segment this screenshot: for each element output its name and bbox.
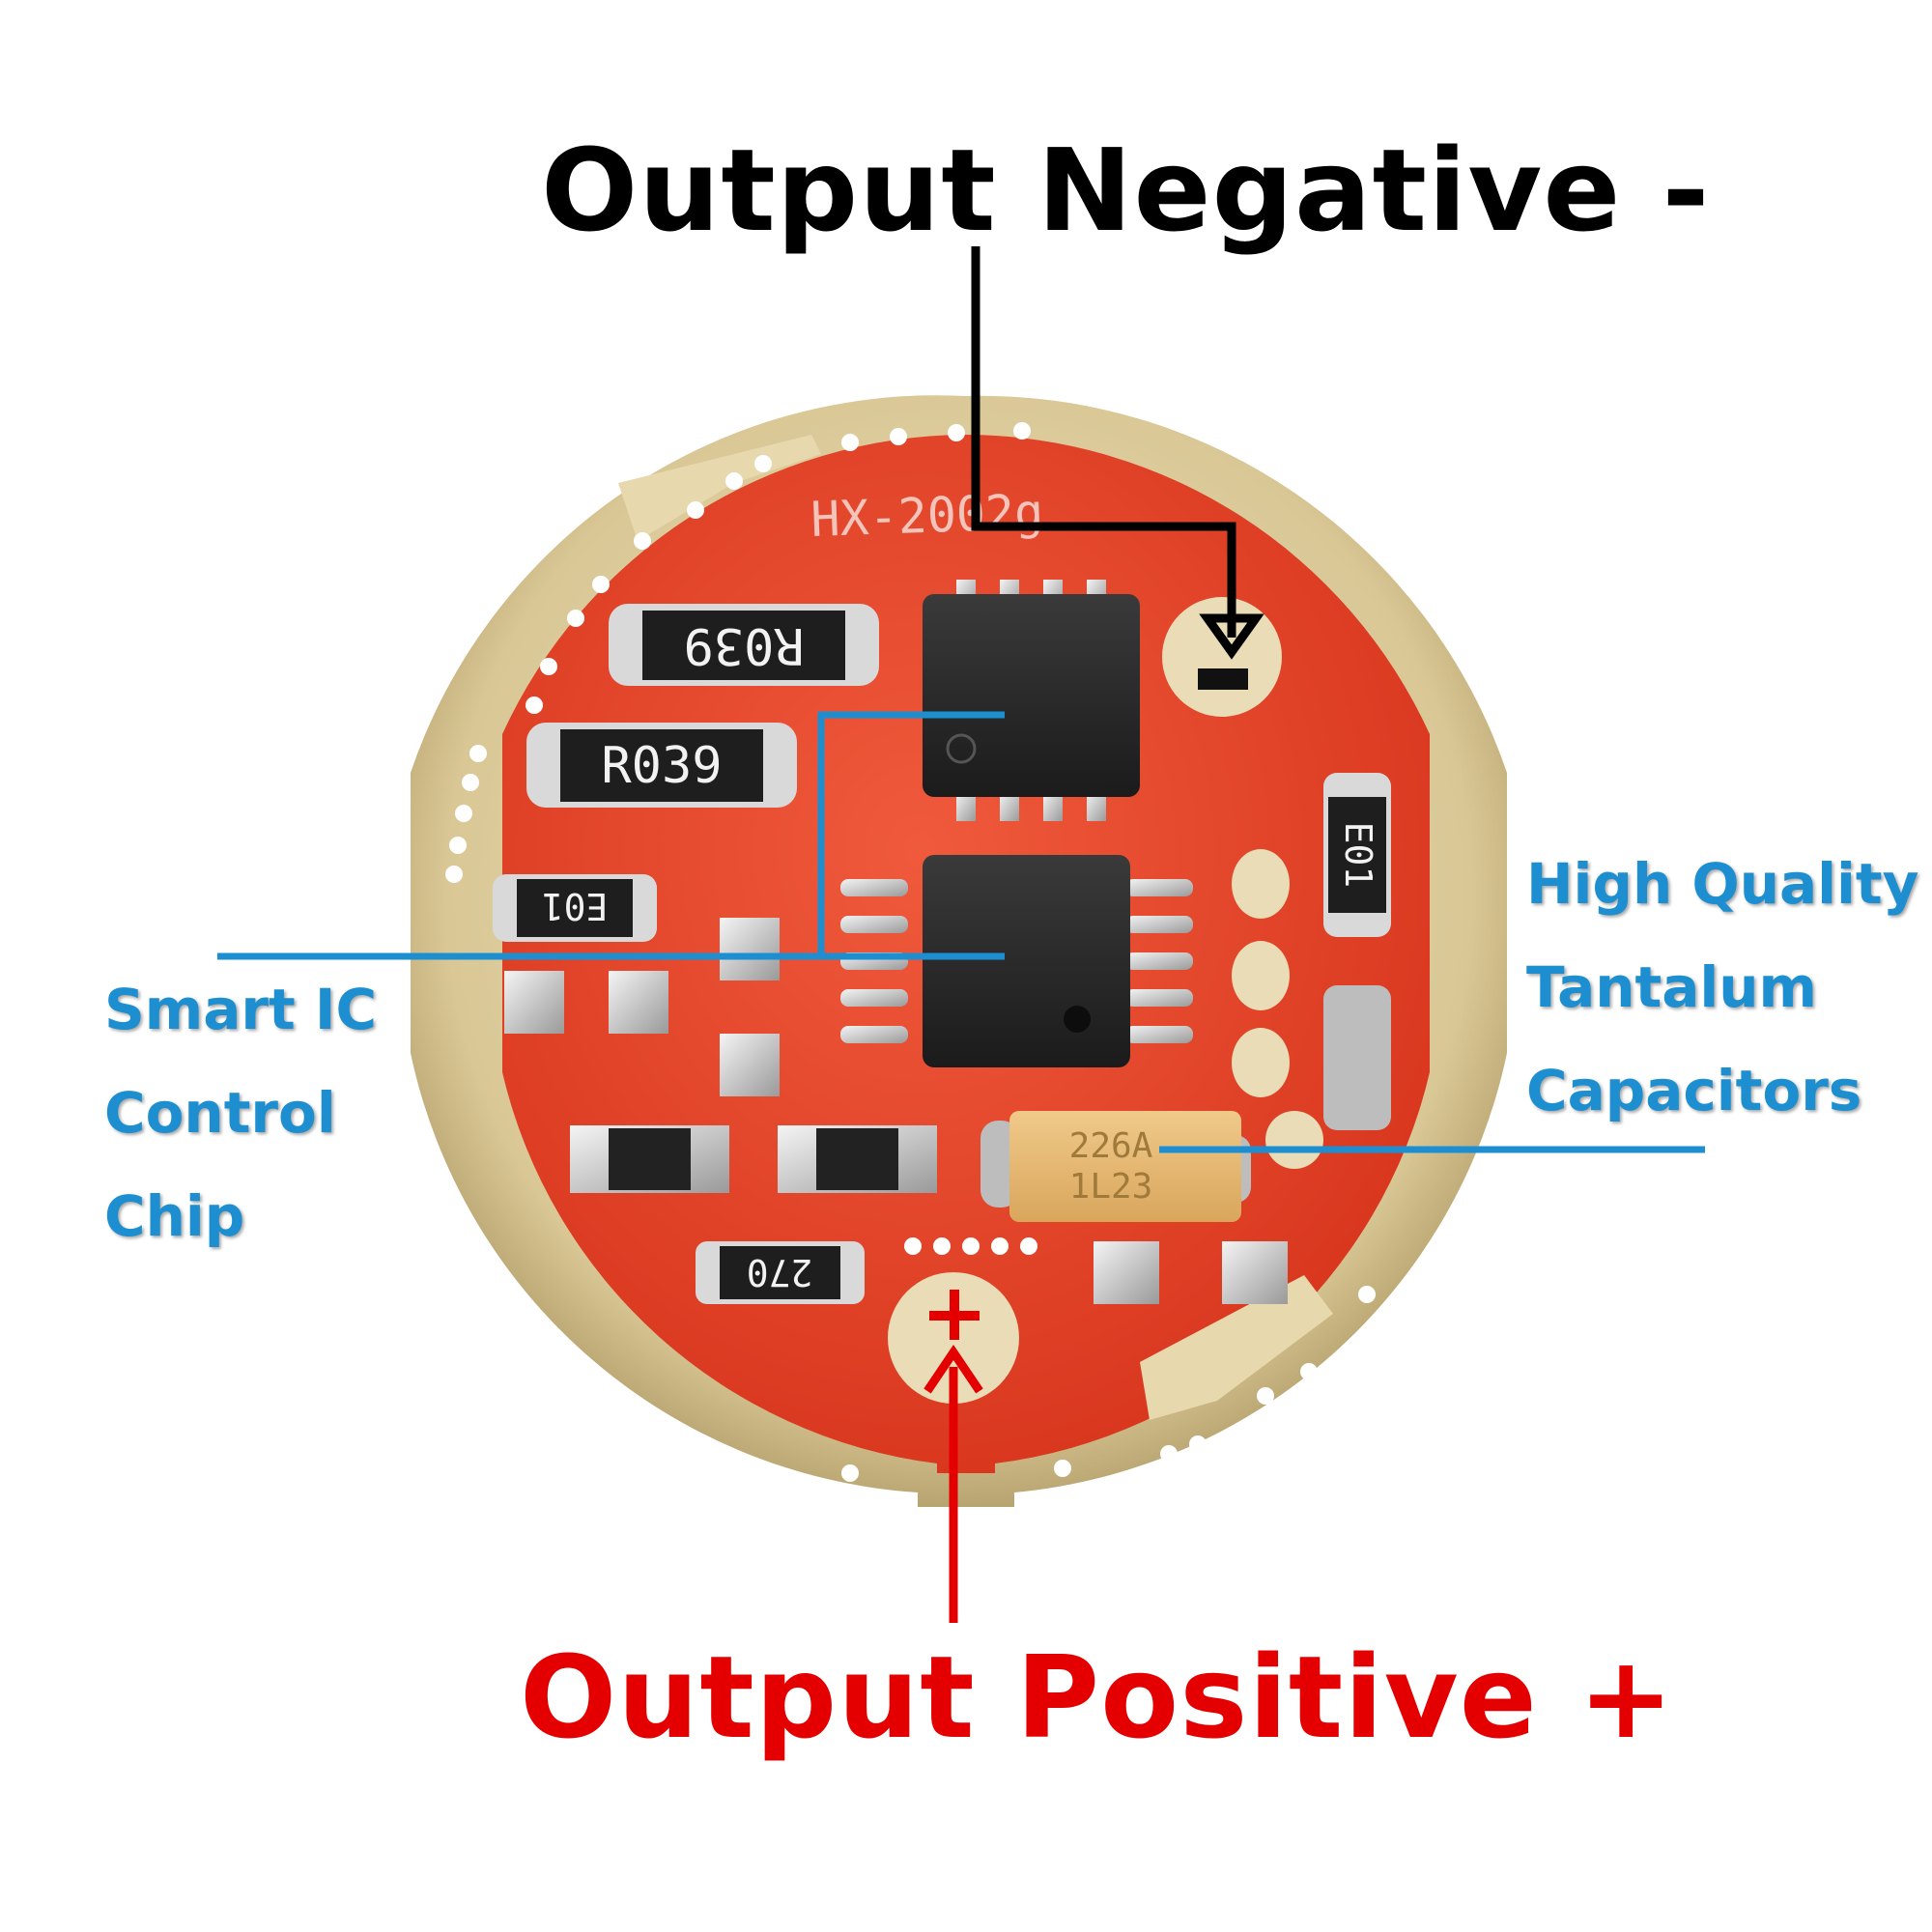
ic-chip-top-marker [946,733,977,764]
tantalum-capacitor [1009,1111,1241,1222]
resistor-e01-left-label: E01 [542,885,609,927]
tantalum-capacitor-label-2: 1L23 [1069,1167,1153,1207]
ic-chip-main-marker [1064,1006,1091,1033]
edge-vias [445,422,1376,1482]
resistor-e01-right: E01 [1323,773,1391,937]
tantalum-label-line-2: Tantalum [1526,954,1817,1020]
resistor-e01-right-label: E01 [1337,822,1379,889]
gold-pads-right [1232,849,1323,1169]
resistor-270-label: 270 [747,1251,813,1293]
resistor-r039-bottom-label: R039 [601,737,722,795]
diode-left [570,1125,729,1193]
diode-right [778,1125,937,1193]
ic-chip-top-body [923,594,1140,797]
smart-ic-label-line-1: Smart IC [104,977,378,1042]
resistor-r039-top: R039 [609,604,879,686]
positive-arrow-head [923,1344,983,1394]
smart-ic-label-line-2: Control [104,1080,336,1146]
silkscreen-text: HX-2002g [810,484,1044,548]
resistor-r039-top-label: R039 [683,616,804,674]
ceramic-component-right [1323,985,1391,1130]
smart-ic-callout-branch [817,711,1005,956]
solder-pads [504,918,1288,1304]
smart-ic-label-line-3: Chip [104,1183,245,1249]
negative-arrow-head [1199,613,1264,660]
negative-callout-line [971,246,1236,638]
ic-chip-main-body [923,855,1130,1067]
positive-pad-plus-v [950,1290,959,1340]
resistor-270: 270 [696,1241,865,1304]
tantalum-label-line-3: Capacitors [1526,1058,1862,1123]
tantalum-label-line-1: High Quality [1526,851,1919,917]
output-negative-label: Output Negative - [541,124,1711,257]
negative-pad-minus [1198,668,1248,690]
output-positive-label: Output Positive + [520,1631,1675,1764]
smart-ic-label: Smart IC Control Chip [104,958,377,1268]
tantalum-capacitor-label-1: 226A [1069,1126,1153,1166]
resistor-r039-bottom: R039 [526,723,797,808]
resistor-e01-left: E01 [493,874,657,942]
tantalum-capacitor-label: High Quality Tantalum Capacitors [1526,833,1918,1143]
gold-patch-bottom-right [1140,1275,1333,1420]
